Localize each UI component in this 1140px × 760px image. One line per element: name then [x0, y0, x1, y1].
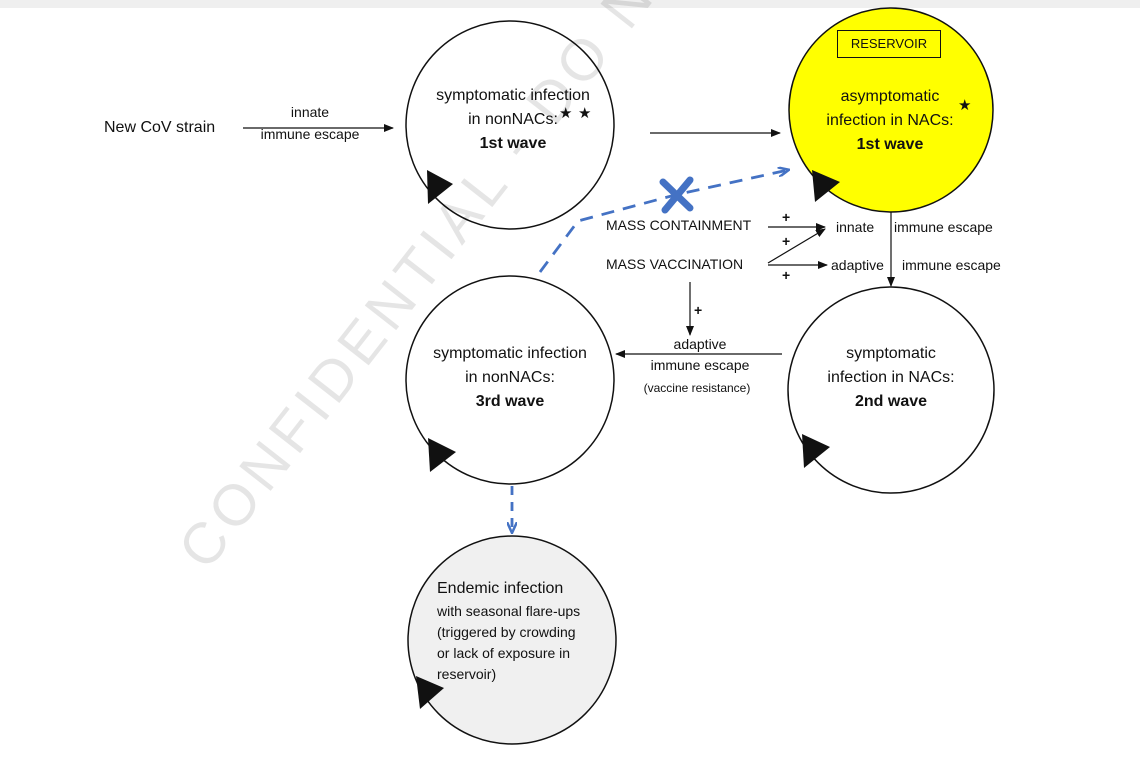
- node-wave3-nonnac: symptomatic infection in nonNACs: 3rd wa…: [408, 342, 612, 414]
- label-immune-escape: immune escape: [260, 126, 360, 142]
- label-vaccine-resistance: (vaccine resistance): [643, 381, 751, 395]
- dashed-arrow-wave3-to-reservoir: [538, 170, 788, 273]
- node-circle-endemic: [407, 535, 617, 745]
- endemic-heading: Endemic infection: [437, 580, 564, 597]
- node-endemic: Endemic infection with seasonal flare-up…: [437, 578, 580, 685]
- plus-sign-3: +: [782, 267, 791, 283]
- node-line2: infection in NACs:: [826, 112, 954, 129]
- node-wave-title: 3rd wave: [475, 393, 545, 410]
- endemic-line-1: with seasonal flare-ups: [437, 603, 581, 619]
- plus-sign-4: +: [694, 302, 703, 318]
- node-line2: in nonNACs:: [465, 369, 555, 386]
- node-line1: asymptomatic: [840, 88, 940, 105]
- node-wave2-nac: symptomatic infection in NACs: 2nd wave: [796, 342, 986, 414]
- node-wave1-nonnac: symptomatic infection in nonNACs: 1st wa…: [410, 84, 616, 156]
- endemic-line-3: or lack of exposure in: [437, 645, 571, 661]
- cycle-arrowhead-wave2-nac: [802, 434, 830, 468]
- top-band: [0, 0, 1140, 8]
- label-adaptive-escape-b: immune escape: [902, 257, 1001, 273]
- node-circle-wave3-nonnac: [405, 275, 615, 485]
- node-line2: in nonNACs:: [468, 111, 558, 128]
- node-wave-title: 1st wave: [856, 136, 924, 153]
- node-wave1-nac: asymptomatic infection in NACs: 1st wave: [795, 85, 985, 157]
- node-wave-title: 2nd wave: [854, 393, 928, 410]
- star-marker-3: ★: [958, 97, 972, 114]
- reservoir-tag: RESERVOIR: [837, 30, 941, 58]
- cycle-arrowhead-endemic: [416, 676, 444, 709]
- plus-sign-2: +: [782, 233, 791, 249]
- node-line1: symptomatic infection: [436, 87, 590, 104]
- plus-sign-1: +: [782, 209, 791, 225]
- label-innate-escape-a: innate: [836, 219, 875, 235]
- node-circle-wave1-nonnac: [405, 20, 615, 230]
- node-line2: infection in NACs:: [827, 369, 955, 386]
- label-adaptive-escape-a: adaptive: [831, 257, 884, 273]
- label-innate-escape-b: immune escape: [894, 219, 993, 235]
- label-mass-vaccination: MASS VACCINATION: [606, 256, 744, 272]
- label-mass-containment: MASS CONTAINMENT: [606, 217, 752, 233]
- endemic-line-2: (triggered by crowding: [437, 624, 576, 640]
- node-line1: symptomatic infection: [433, 345, 587, 362]
- cycle-arrowhead-wave1-nac: [812, 170, 840, 202]
- arrow-vaccination-to-innate: [767, 228, 826, 264]
- label-immune-escape-mid: immune escape: [650, 357, 750, 373]
- cycle-arrowhead-wave1-nonnac: [427, 170, 453, 204]
- source-label: New CoV strain: [104, 119, 216, 136]
- node-wave-title: 1st wave: [479, 135, 547, 152]
- label-adaptive-mid: adaptive: [673, 336, 727, 352]
- cycle-arrowhead-wave3-nonnac: [428, 438, 456, 472]
- star-marker-2: ★: [578, 105, 592, 122]
- blocked-cross-icon: [659, 176, 694, 214]
- node-circle-wave2-nac: [787, 286, 995, 494]
- star-marker-1: ★: [559, 105, 573, 122]
- label-innate: innate: [290, 104, 330, 120]
- endemic-line-4: reservoir): [437, 666, 497, 682]
- node-line1: symptomatic: [846, 345, 936, 362]
